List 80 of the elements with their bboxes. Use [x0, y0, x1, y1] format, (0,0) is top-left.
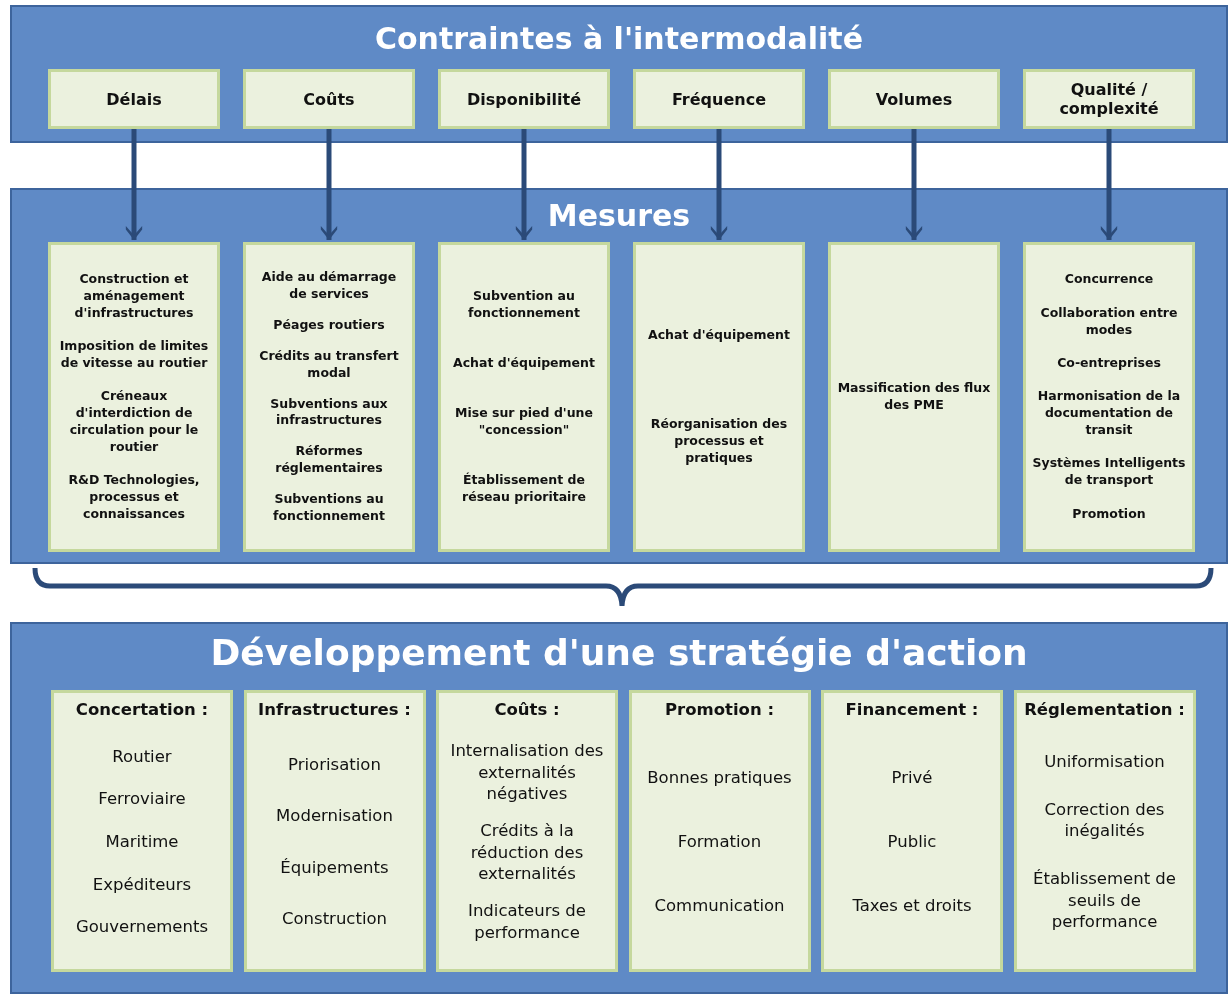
list-item: Bonnes pratiques — [647, 767, 792, 789]
section-title: Développement d'une stratégie d'action — [209, 632, 1029, 673]
list-item: Établissement de seuils de performance — [1032, 868, 1177, 933]
box-label: Délais — [106, 89, 162, 109]
section-band — [10, 622, 1228, 994]
list-item: Créneaux d'interdiction de circulation pour le routier — [68, 388, 200, 456]
box-label: Qualité / complexité — [1058, 80, 1160, 118]
strategy-box — [436, 690, 618, 972]
box-label: Fréquence — [671, 89, 767, 109]
list-item: Achat d'équipement — [648, 327, 790, 345]
list-item: Priorisation — [288, 754, 381, 776]
box-heading: Concertation : — [75, 699, 209, 721]
list-item: Routier — [112, 745, 172, 768]
list-item: Modernisation — [276, 805, 393, 827]
list-item: Harmonisation de la documentation de transit — [1036, 388, 1182, 439]
list-item: Concurrence — [1064, 271, 1154, 289]
list-item: Subvention au fonctionnement — [467, 288, 581, 322]
measure-box — [1023, 242, 1195, 552]
list-item: Uniformisation — [1044, 750, 1165, 773]
list-item: Co-entreprises — [1057, 355, 1161, 372]
list-item: Crédits à la réduction des externalités — [469, 820, 585, 885]
list-item: Public — [887, 831, 937, 853]
list-item: Massification des flux des PME — [837, 380, 991, 414]
list-item: Ferroviaire — [98, 788, 186, 810]
list-item: Privé — [891, 767, 933, 789]
constraint-box — [828, 69, 1000, 129]
section-title: Mesures — [546, 198, 692, 233]
list-item: Systèmes Intelligents de transport — [1032, 455, 1186, 490]
list-item: Correction des inégalités — [1043, 798, 1166, 842]
box-heading: Réglementation : — [1024, 699, 1185, 721]
box-label: Volumes — [875, 89, 953, 109]
strategy-box — [1013, 690, 1196, 972]
list-item: Mise sur pied d'une "concession" — [454, 405, 594, 439]
section-band — [10, 188, 1228, 564]
measure-box — [48, 242, 220, 552]
box-heading: Promotion : — [664, 699, 775, 721]
list-item: Indicateurs de performance — [467, 900, 587, 944]
measure-box — [828, 242, 1000, 552]
box-heading: Infrastructures : — [258, 699, 411, 721]
list-item: Aide au démarrage de services — [260, 269, 398, 303]
list-item: Taxes et droits — [852, 895, 972, 917]
list-item: Réorganisation des processus et pratiques — [649, 416, 789, 467]
constraint-box — [438, 69, 610, 129]
list-item: Collaboration entre modes — [1039, 304, 1179, 339]
list-item: Gouvernements — [75, 916, 209, 938]
list-item: Communication — [654, 895, 785, 917]
list-item: R&D Technologies, processus et connaissances — [67, 472, 201, 523]
list-item: Établissement de réseau prioritaire — [461, 472, 587, 506]
list-item: Équipements — [280, 856, 389, 878]
list-item: Subventions au fonctionnement — [272, 491, 386, 525]
box-heading: Financement : — [845, 699, 979, 721]
list-item: Construction et aménagement d'infrastructures — [73, 271, 195, 322]
list-item: Imposition de limites de vitesse au routier — [58, 338, 210, 372]
list-item: Expéditeurs — [92, 873, 192, 896]
list-item: Promotion — [1072, 505, 1146, 523]
box-heading: Coûts : — [494, 699, 560, 721]
strategy-box — [51, 690, 233, 972]
measure-box — [243, 242, 415, 552]
box-label: Coûts — [303, 89, 355, 109]
section-band — [10, 5, 1228, 143]
constraint-box — [243, 69, 415, 129]
strategy-box — [821, 690, 1003, 972]
measure-box — [633, 242, 805, 552]
list-item: Construction — [281, 907, 388, 930]
list-item: Maritime — [105, 830, 179, 853]
list-item: Achat d'équipement — [453, 355, 595, 372]
strategy-box — [243, 690, 426, 972]
section-title: Contraintes à l'intermodalité — [373, 21, 865, 56]
constraint-box — [1023, 69, 1195, 129]
list-item: Crédits au transfert modal — [258, 347, 400, 382]
list-item: Subventions aux infrastructures — [269, 395, 389, 430]
measure-box — [438, 242, 610, 552]
strategy-box — [628, 690, 811, 972]
list-item: Formation — [677, 831, 762, 853]
list-item: Péages routiers — [273, 316, 385, 334]
list-item: Réformes réglementaires — [274, 443, 384, 478]
constraint-box — [48, 69, 220, 129]
constraint-box — [633, 69, 805, 129]
list-item: Internalisation des externalités négatives — [449, 740, 605, 805]
box-label: Disponibilité — [467, 89, 581, 109]
